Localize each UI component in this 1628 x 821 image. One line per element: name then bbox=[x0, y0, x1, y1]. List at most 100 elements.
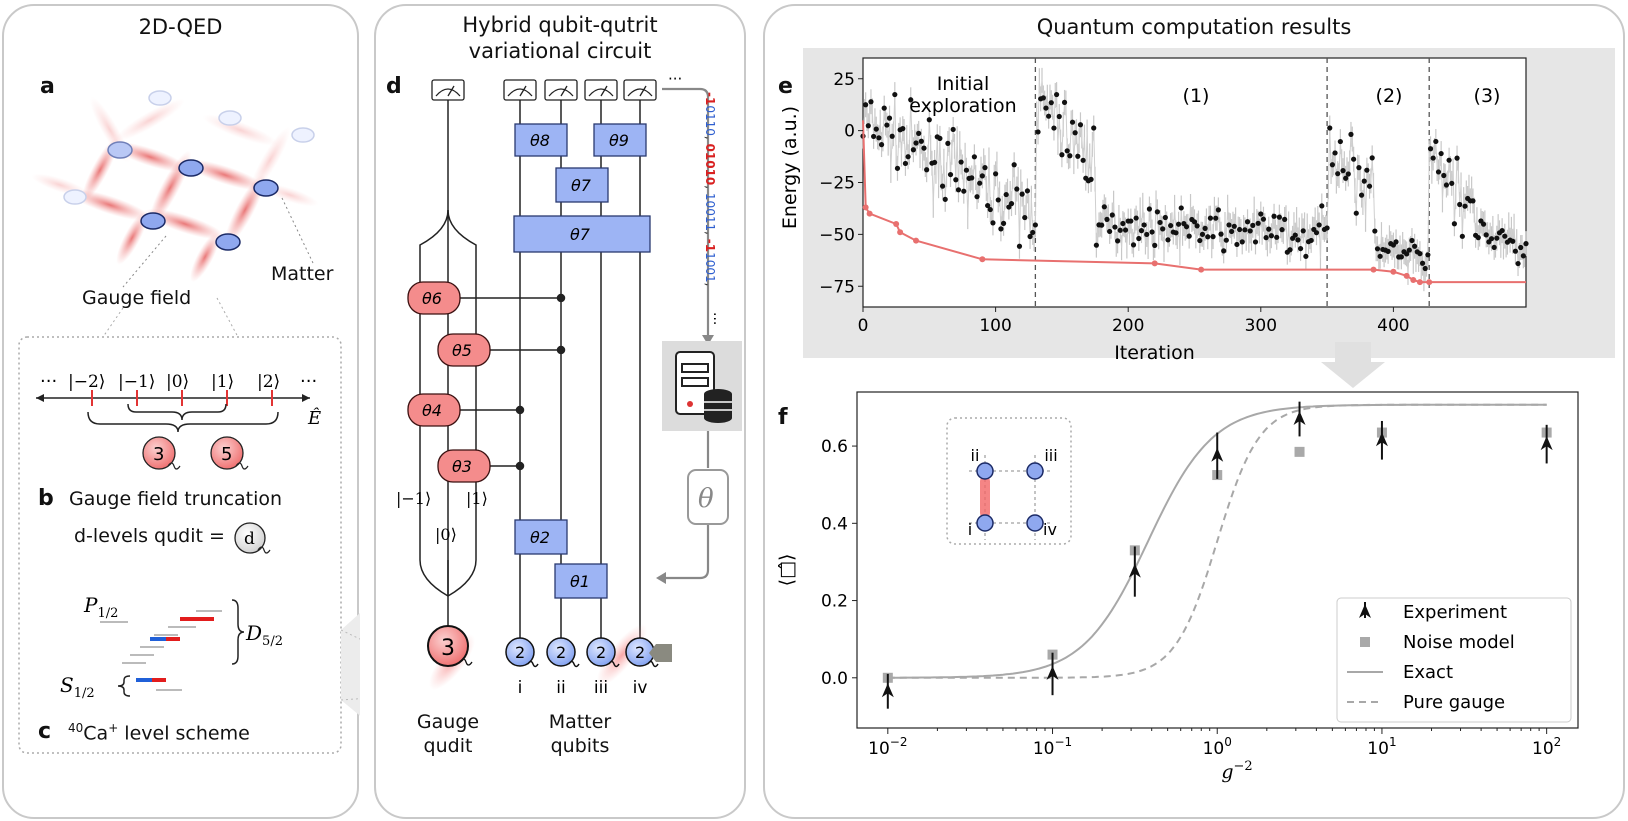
energy-point bbox=[1329, 162, 1336, 168]
panel-e-letter: e bbox=[778, 74, 793, 99]
energy-point bbox=[1247, 228, 1253, 234]
ququint-icon bbox=[210, 436, 249, 470]
energy-point bbox=[1268, 233, 1275, 239]
energy-point bbox=[1451, 221, 1457, 227]
energy-point bbox=[1173, 230, 1179, 236]
annotation-exploration: exploration bbox=[909, 95, 1016, 117]
x-axis-label: Iteration bbox=[1114, 342, 1195, 364]
energy-point bbox=[894, 165, 901, 171]
energy-point bbox=[1457, 201, 1463, 208]
energy-point bbox=[939, 183, 946, 189]
y-axis-label: Energy (a.u.) bbox=[779, 106, 801, 229]
energy-point bbox=[1369, 155, 1375, 161]
energy-point bbox=[1032, 222, 1038, 228]
energy-point bbox=[1271, 213, 1277, 219]
energy-point bbox=[985, 202, 991, 209]
x-tick-label: 0 bbox=[858, 316, 869, 336]
energy-point bbox=[1252, 239, 1259, 245]
energy-point bbox=[1120, 220, 1126, 227]
panel-a-letter: a bbox=[40, 74, 55, 99]
energy-point bbox=[910, 147, 916, 153]
ellipsis-left: ··· bbox=[40, 371, 57, 392]
energy-point bbox=[1244, 219, 1251, 225]
level-scheme bbox=[100, 599, 245, 697]
energy-point bbox=[1446, 157, 1452, 163]
annotation-initial: Initial bbox=[937, 73, 990, 95]
energy-point bbox=[1162, 214, 1168, 221]
s12-label: S1/2 bbox=[60, 673, 95, 701]
legend-label-1: Noise model bbox=[1403, 632, 1515, 653]
inset-label-iv: iv bbox=[1043, 520, 1057, 539]
inset-site bbox=[976, 462, 994, 480]
qubit-label-iii: iii bbox=[594, 678, 608, 698]
energy-point bbox=[1459, 233, 1465, 239]
qubit-number-iv: 2 bbox=[635, 643, 645, 662]
energy-point bbox=[1335, 171, 1341, 177]
x-tick-label: 10−1 bbox=[1033, 735, 1072, 759]
qubit-label-i: i bbox=[518, 678, 523, 698]
best-energy-line bbox=[862, 120, 1526, 284]
energy-point bbox=[1374, 246, 1381, 252]
energy-point bbox=[1175, 221, 1182, 227]
energy-point bbox=[1494, 235, 1500, 241]
legend-noise-marker bbox=[1360, 637, 1370, 647]
energy-point bbox=[1197, 237, 1203, 244]
energy-point bbox=[979, 173, 985, 179]
energy-point bbox=[1425, 252, 1431, 258]
inset-box bbox=[946, 417, 1072, 545]
energy-point bbox=[1221, 248, 1227, 254]
energy-point bbox=[1223, 237, 1229, 243]
best-energy-point bbox=[913, 237, 920, 244]
left-arrow-shape bbox=[341, 612, 360, 716]
energy-point bbox=[1157, 219, 1163, 226]
energy-point bbox=[1276, 214, 1282, 220]
energy-point bbox=[955, 187, 962, 193]
energy-point bbox=[1231, 223, 1237, 229]
qubit-gates bbox=[513, 123, 651, 599]
energy-point bbox=[1112, 224, 1118, 230]
energy-point bbox=[1337, 138, 1343, 145]
energy-point bbox=[1427, 146, 1434, 152]
best-energy-point bbox=[1403, 272, 1410, 279]
energy-point bbox=[881, 105, 887, 111]
energy-point bbox=[1454, 155, 1460, 161]
energy-point bbox=[1014, 186, 1020, 192]
gate-theta8: θ8 bbox=[530, 131, 550, 150]
energy-point bbox=[1099, 222, 1105, 228]
energy-point bbox=[1475, 235, 1481, 241]
energy-point bbox=[993, 171, 999, 177]
energy-point bbox=[1122, 227, 1129, 233]
best-energy-point bbox=[1370, 266, 1377, 273]
energy-point bbox=[1144, 231, 1150, 238]
energy-point bbox=[1441, 172, 1447, 179]
energy-point bbox=[1146, 206, 1153, 212]
y-tick-label: 25 bbox=[833, 70, 855, 90]
energy-point bbox=[913, 140, 919, 146]
energy-point bbox=[1510, 238, 1516, 244]
energy-point bbox=[1027, 233, 1033, 240]
inset-site bbox=[1026, 514, 1044, 532]
energy-point bbox=[1234, 241, 1240, 248]
energy-point bbox=[1138, 228, 1145, 234]
energy-point bbox=[1194, 223, 1200, 229]
energy-point bbox=[1523, 241, 1529, 247]
energy-point bbox=[945, 140, 951, 146]
energy-point bbox=[1136, 235, 1142, 242]
control-lines bbox=[448, 293, 566, 471]
ket-0-branch: |0⟩ bbox=[435, 525, 457, 544]
energy-point bbox=[1483, 232, 1489, 238]
y-tick-label: 0.2 bbox=[821, 592, 848, 612]
energy-point bbox=[1274, 234, 1280, 240]
energy-point bbox=[1067, 153, 1073, 159]
panel-c-letter: c bbox=[38, 719, 52, 744]
ket-1-branch: |1⟩ bbox=[466, 489, 488, 508]
energy-point bbox=[1266, 226, 1272, 232]
energy-point bbox=[876, 135, 882, 141]
y-tick-label: 0 bbox=[844, 122, 855, 142]
energy-point bbox=[1520, 253, 1526, 259]
matter-label: Matter bbox=[271, 263, 334, 285]
circuit-figure: θ8 θ9 θ7 θ7 θ6 θ5 θ4 θ3 θ2 θ1 θ |−1⟩ |1⟩… bbox=[396, 70, 742, 698]
